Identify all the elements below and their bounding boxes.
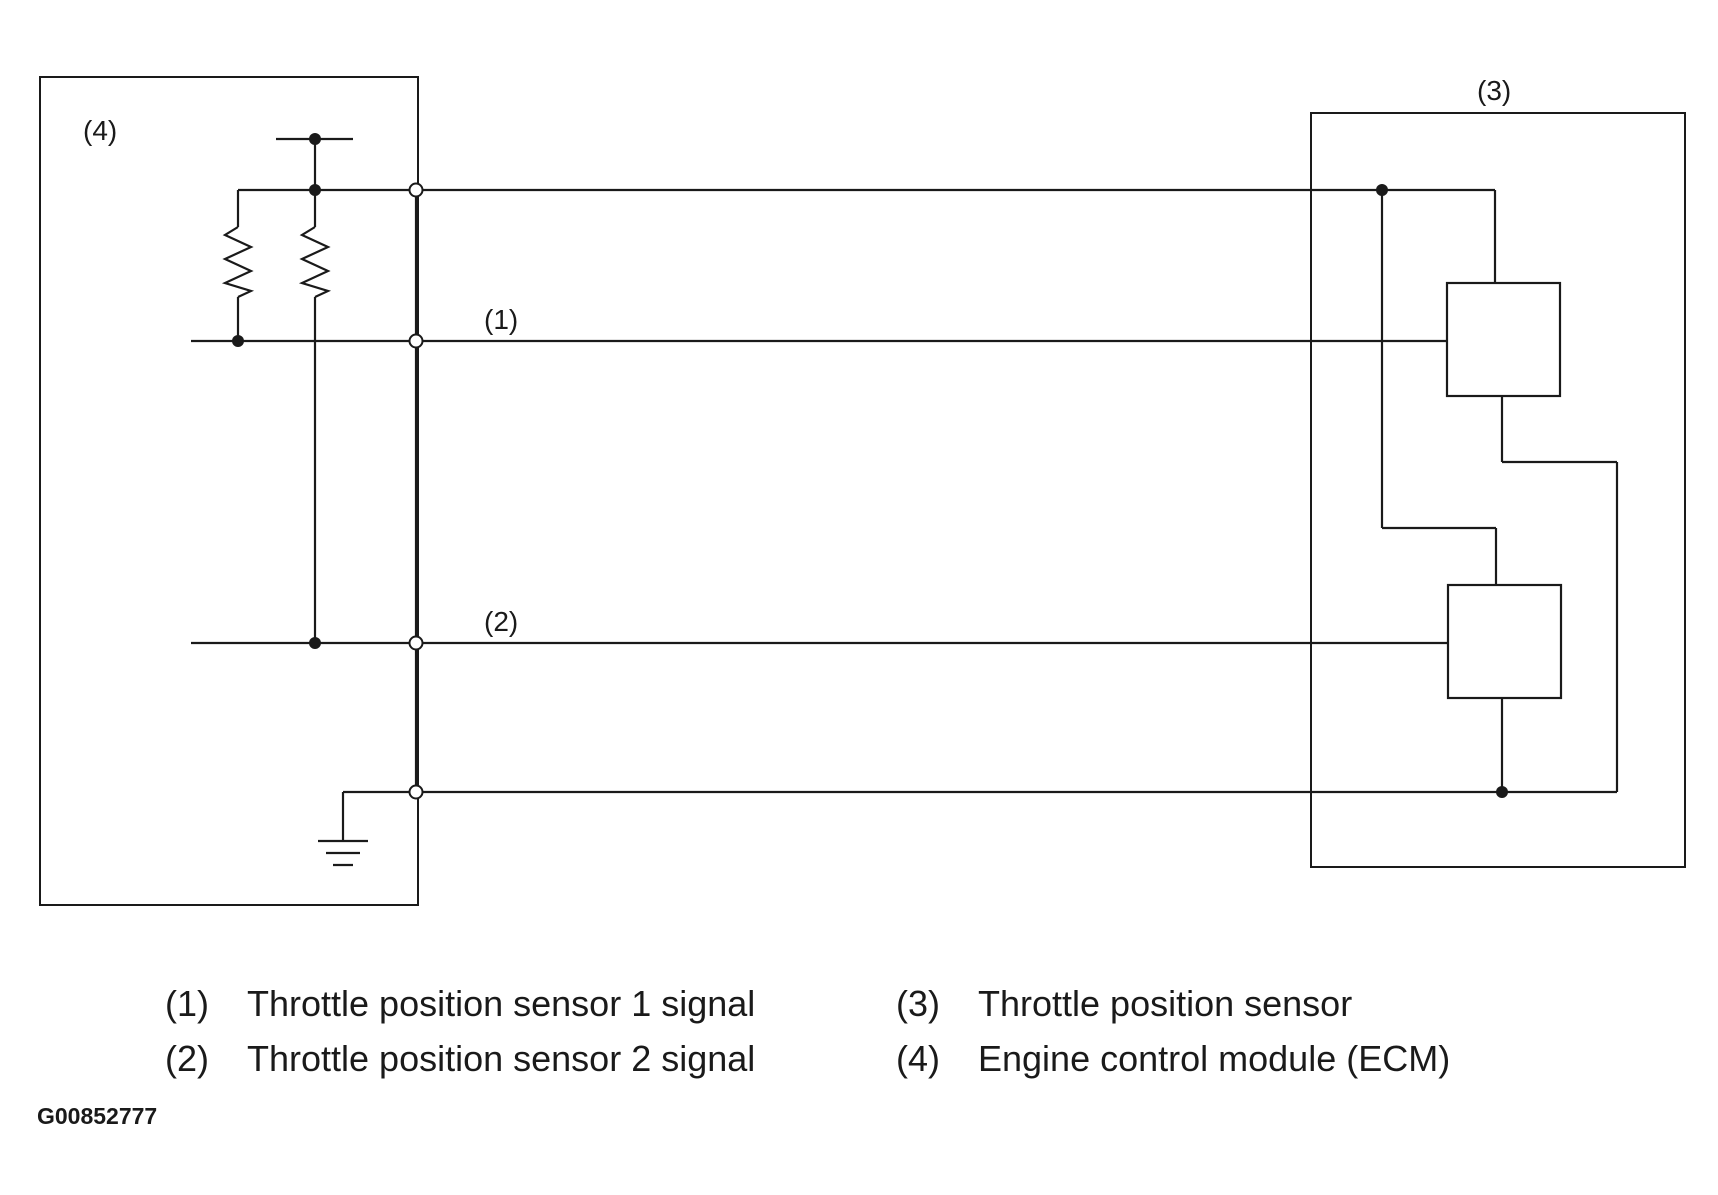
legend-number: (3): [896, 983, 940, 1024]
figure-id: G00852777: [37, 1103, 158, 1129]
legend-number: (1): [165, 983, 209, 1024]
junction-signal2: [309, 637, 321, 649]
ecm-box: [39, 76, 419, 906]
legend-item-3: (3) Throttle position sensor: [896, 983, 1352, 1025]
legend-text: Engine control module (ECM): [978, 1038, 1451, 1079]
sensor-marker-label: (3): [1477, 75, 1511, 106]
sensor-box: [1310, 112, 1686, 868]
wire1-marker-label: (1): [484, 304, 518, 335]
legend-item-2: (2) Throttle position sensor 2 signal: [165, 1038, 755, 1080]
junction-power: [309, 184, 321, 196]
connector-terminal-signal1: [408, 333, 424, 349]
chassis-ground-icon: [318, 839, 368, 867]
resistor1: [221, 226, 255, 298]
ecm-marker-label: (4): [83, 115, 117, 146]
resistor2: [298, 226, 332, 298]
legend-text: Throttle position sensor: [978, 983, 1353, 1024]
connector-terminal-ground: [408, 784, 424, 800]
legend-text: Throttle position sensor 2 signal: [247, 1038, 756, 1079]
junction-supply: [309, 133, 321, 145]
sensor2-element: [1446, 583, 1563, 700]
junction-sensor-power: [1376, 184, 1388, 196]
legend-item-1: (1) Throttle position sensor 1 signal: [165, 983, 755, 1025]
legend-number: (4): [896, 1038, 940, 1079]
junction-sensor-ground: [1496, 786, 1508, 798]
wire2-marker-label: (2): [484, 606, 518, 637]
legend-item-4: (4) Engine control module (ECM): [896, 1038, 1450, 1080]
junction-signal1: [232, 335, 244, 347]
connector-terminal-signal2: [408, 635, 424, 651]
connector-terminal-power: [408, 182, 424, 198]
legend-number: (2): [165, 1038, 209, 1079]
legend-text: Throttle position sensor 1 signal: [247, 983, 756, 1024]
sensor1-element: [1445, 281, 1562, 398]
